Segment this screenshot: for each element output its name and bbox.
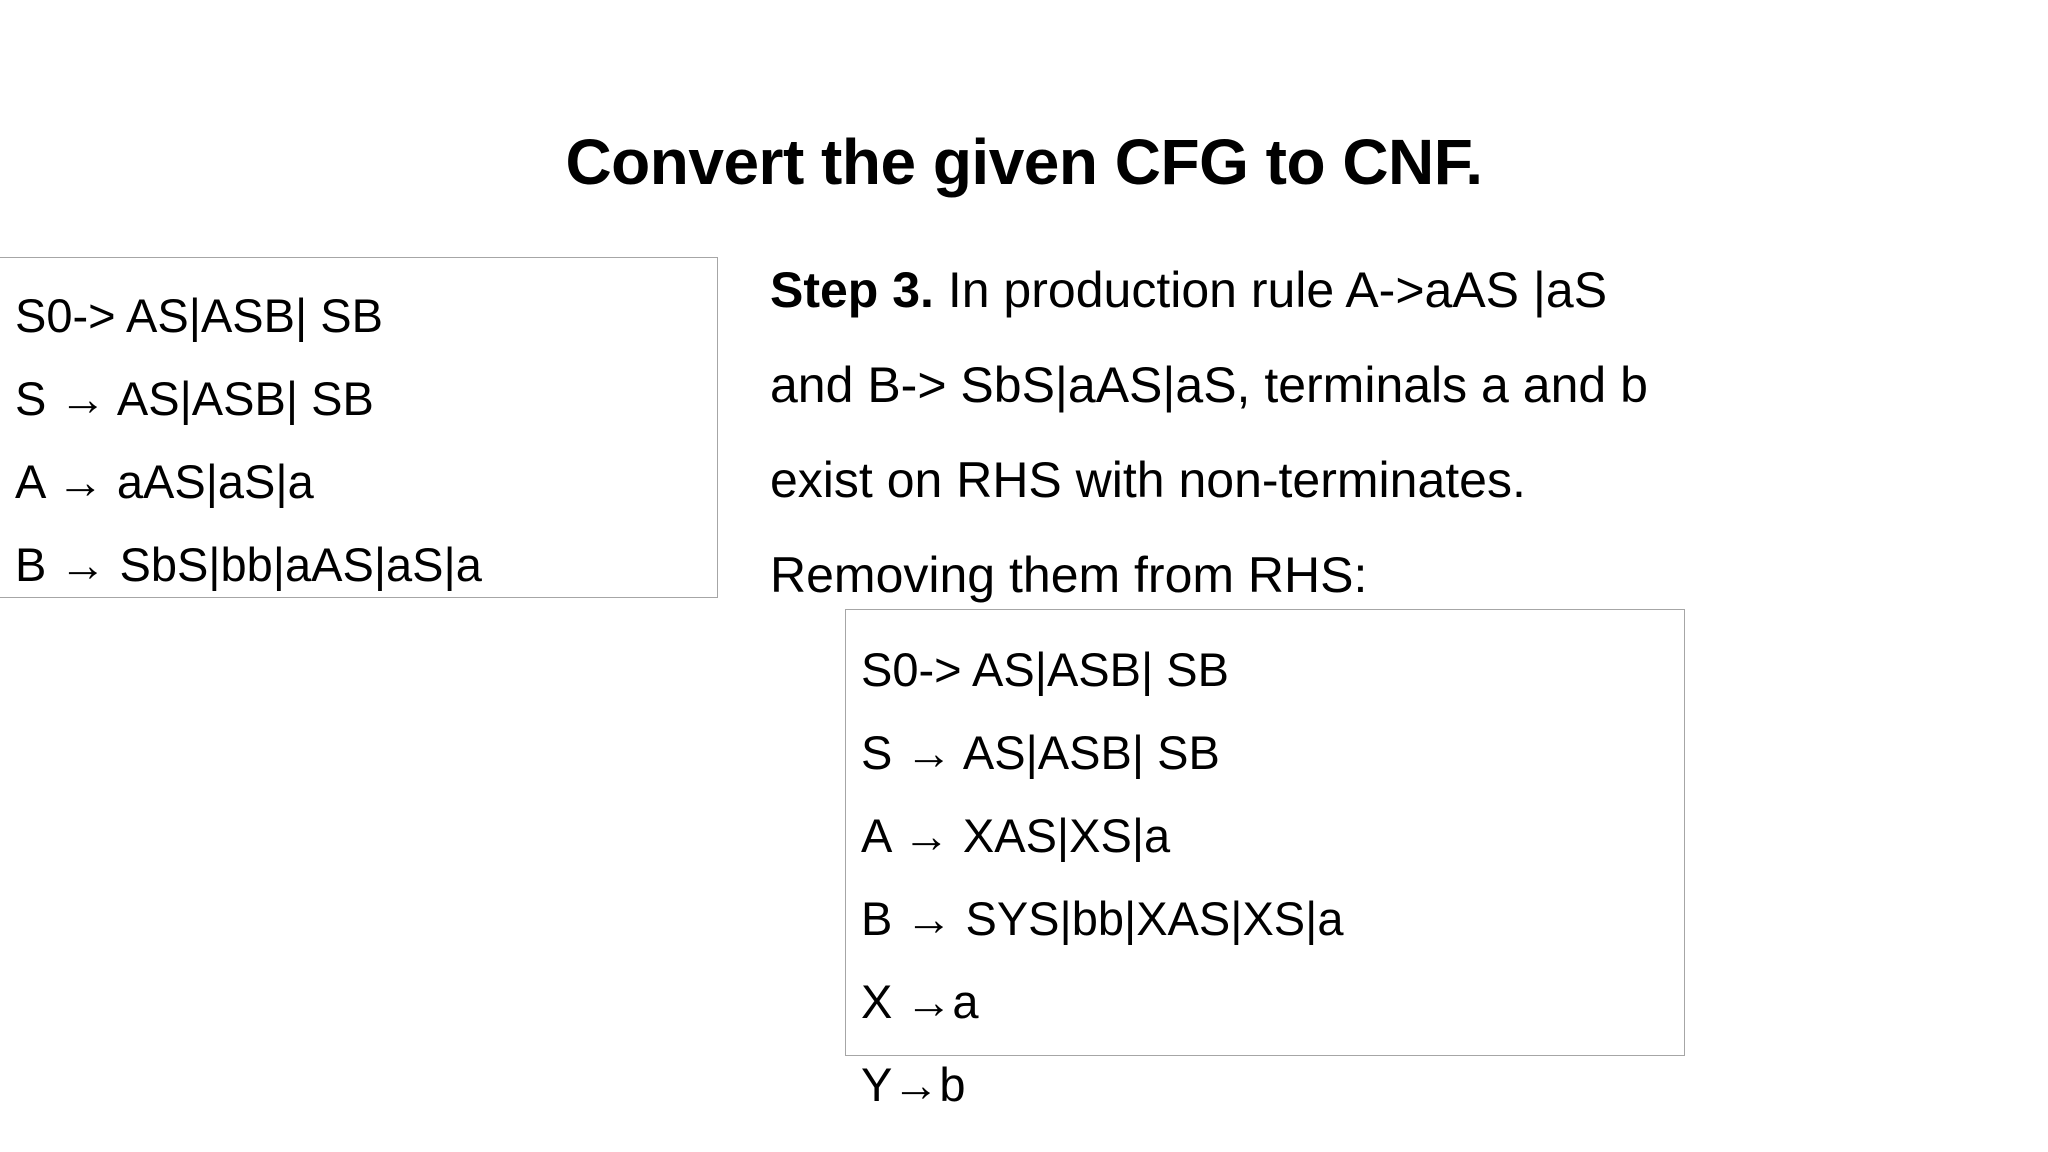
grammar-line: A → XAS|XS|a: [861, 809, 1171, 862]
converted-grammar-box: S0-> AS|ASB| SB S → AS|ASB| SB A → XAS|X…: [845, 609, 1685, 1111]
step-label: Step 3.: [770, 262, 934, 318]
grammar-line: S → AS|ASB| SB: [15, 372, 374, 425]
grammar-line: B → SYS|bb|XAS|XS|a: [861, 892, 1344, 945]
page-title: Convert the given CFG to CNF.: [565, 126, 1483, 198]
grammar-line: S → AS|ASB| SB: [861, 726, 1220, 779]
step-paragraph-line-3: exist on RHS with non-terminates.: [770, 452, 1526, 508]
grammar-line: X →a: [861, 975, 979, 1028]
grammar-line: S0-> AS|ASB| SB: [15, 289, 383, 342]
step-paragraph: Step 3. In production rule A->aAS |aS an…: [770, 243, 2030, 623]
grammar-line: S0-> AS|ASB| SB: [861, 643, 1229, 696]
original-grammar-box: S0-> AS|ASB| SB S → AS|ASB| SB A → aAS|a…: [0, 257, 718, 598]
grammar-line: A → aAS|aS|a: [15, 455, 314, 508]
grammar-line: Y→b: [861, 1058, 966, 1111]
step-paragraph-line-4: Removing them from RHS:: [770, 547, 1368, 603]
step-paragraph-text: In production rule A->aAS |aS: [933, 262, 1608, 318]
grammar-line: B → SbS|bb|aAS|aS|a: [15, 538, 482, 591]
step-paragraph-line-2: and B-> SbS|aAS|aS, terminals a and b: [770, 357, 1648, 413]
step-paragraph-line-1: Step 3. In production rule A->aAS |aS: [770, 243, 2030, 338]
